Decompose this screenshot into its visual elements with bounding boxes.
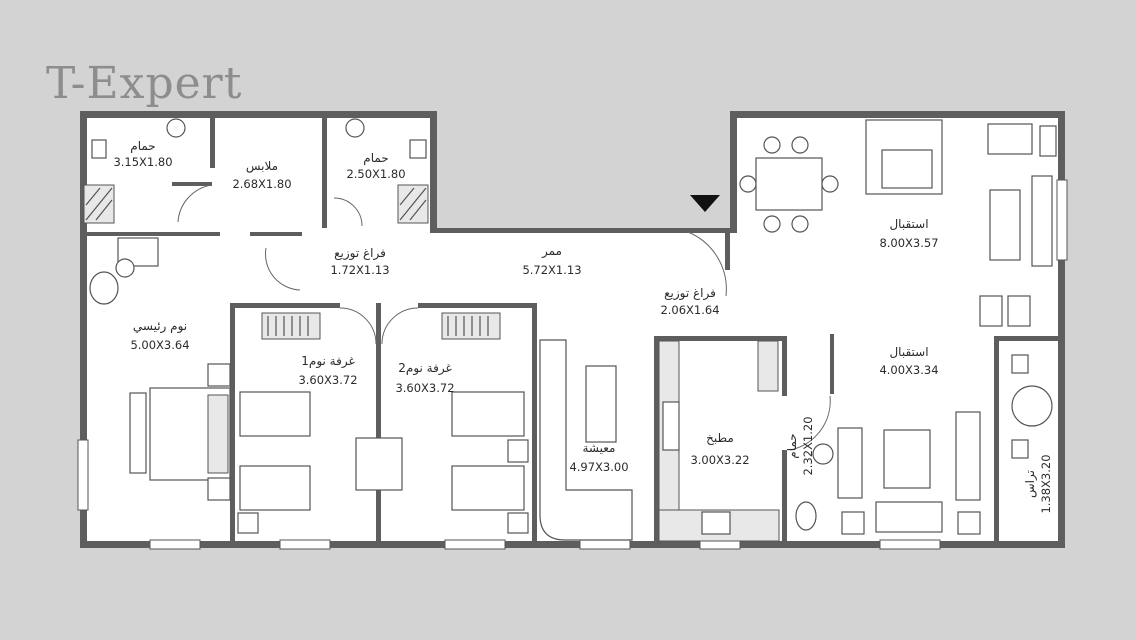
reception1-furniture — [739, 119, 1057, 327]
room-dims-corridor: 5.72X1.13 — [522, 263, 581, 277]
brand-logo: T-Expert — [46, 58, 243, 109]
room-dims-bath2: 2.50X1.80 — [346, 167, 405, 181]
room-dims-dressing: 2.68X1.80 — [232, 177, 291, 191]
interior-walls — [80, 118, 1062, 543]
living-furniture — [539, 339, 633, 541]
bedroom1-furniture — [237, 312, 403, 534]
bath3-fixtures — [795, 443, 834, 531]
windows — [77, 179, 1068, 550]
room-dims-reception1: 8.00X3.57 — [879, 236, 938, 250]
room-label-bedroom2: غرفة نوم2 — [398, 361, 452, 376]
master-vanity — [89, 237, 159, 305]
room-labels: حمام 3.15X1.80 ملابس 2.68X1.80 حمام 2.50… — [113, 139, 1053, 514]
door-swings — [177, 184, 831, 451]
room-label-reception1: استقبال — [889, 217, 928, 231]
room-dims-dist2: 2.06X1.64 — [660, 303, 719, 317]
room-label-living: معيشة — [583, 441, 616, 455]
room-label-kitchen: مطبخ — [706, 431, 734, 445]
room-dims-master: 5.00X3.64 — [130, 338, 189, 352]
outer-walls — [80, 111, 1065, 548]
bath1-fixtures — [83, 118, 186, 224]
room-dims-bedroom2: 3.60X3.72 — [395, 381, 454, 395]
reception2-furniture — [837, 411, 981, 535]
bath2-fixtures — [345, 118, 429, 224]
room-dims-bath1: 3.15X1.80 — [113, 155, 172, 169]
room-dims-living: 4.97X3.00 — [569, 460, 628, 474]
room-label-corridor: ممر — [541, 244, 562, 259]
room-label-bath1: حمام — [130, 139, 155, 153]
kitchen-furniture — [658, 340, 780, 542]
room-dims-kitchen: 3.00X3.22 — [690, 453, 749, 467]
room-label-bath2: حمام — [363, 151, 388, 165]
room-dims-reception2: 4.00X3.34 — [879, 363, 938, 377]
room-label-dressing: ملابس — [246, 159, 278, 174]
entrance-arrow-icon — [690, 195, 720, 212]
room-dims-dist1: 1.72X1.13 — [330, 263, 389, 277]
room-label-terrace: تراس — [1023, 470, 1038, 498]
room-label-dist2: فراغ توزيع — [664, 286, 716, 301]
room-label-reception2: استقبال — [889, 345, 928, 359]
master-bed — [129, 363, 231, 501]
bedroom2-furniture — [441, 312, 529, 534]
room-dims-bedroom1: 3.60X3.72 — [298, 373, 357, 387]
room-dims-terrace: 1.38X3.20 — [1039, 454, 1053, 513]
room-label-master: نوم رئيسي — [133, 319, 187, 334]
room-dims-bath3: 2.32X1.20 — [801, 416, 815, 475]
room-label-bedroom1: غرفة نوم1 — [301, 354, 355, 369]
room-label-bath3: حمام — [785, 433, 799, 458]
room-label-dist1: فراغ توزيع — [334, 246, 386, 261]
terrace-furniture — [1011, 354, 1053, 459]
